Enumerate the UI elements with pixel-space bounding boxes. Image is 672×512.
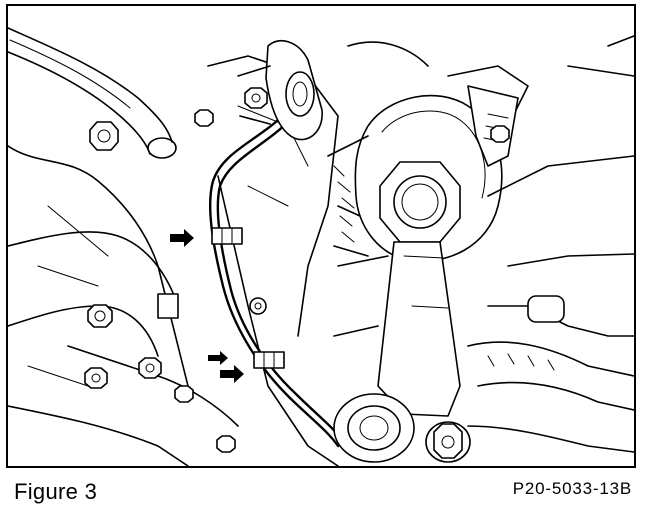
transmission-housing [8,145,239,466]
figure-caption: Figure 3 [14,479,98,504]
frame-rail [347,35,634,337]
engine-bracket [207,55,339,466]
coolant-hose [8,27,177,159]
crossmember [467,341,634,453]
engine-mount [327,94,503,262]
lower-bushing [333,393,471,463]
upper-mount [237,39,323,141]
figure-frame [6,4,636,468]
arrow-icon [170,229,194,247]
link-arm [333,241,461,417]
arrow-icon [220,365,244,383]
mount-bracket-top-right [447,65,529,167]
callout-arrows [170,229,244,383]
mount-nut [379,161,461,243]
figure-code: P20-5033-13B [512,479,632,498]
wire-harness [208,109,346,448]
technical-illustration [8,27,634,466]
housing-bolts [84,109,236,453]
harness-clips [211,227,285,369]
arrow-icon [208,351,228,365]
